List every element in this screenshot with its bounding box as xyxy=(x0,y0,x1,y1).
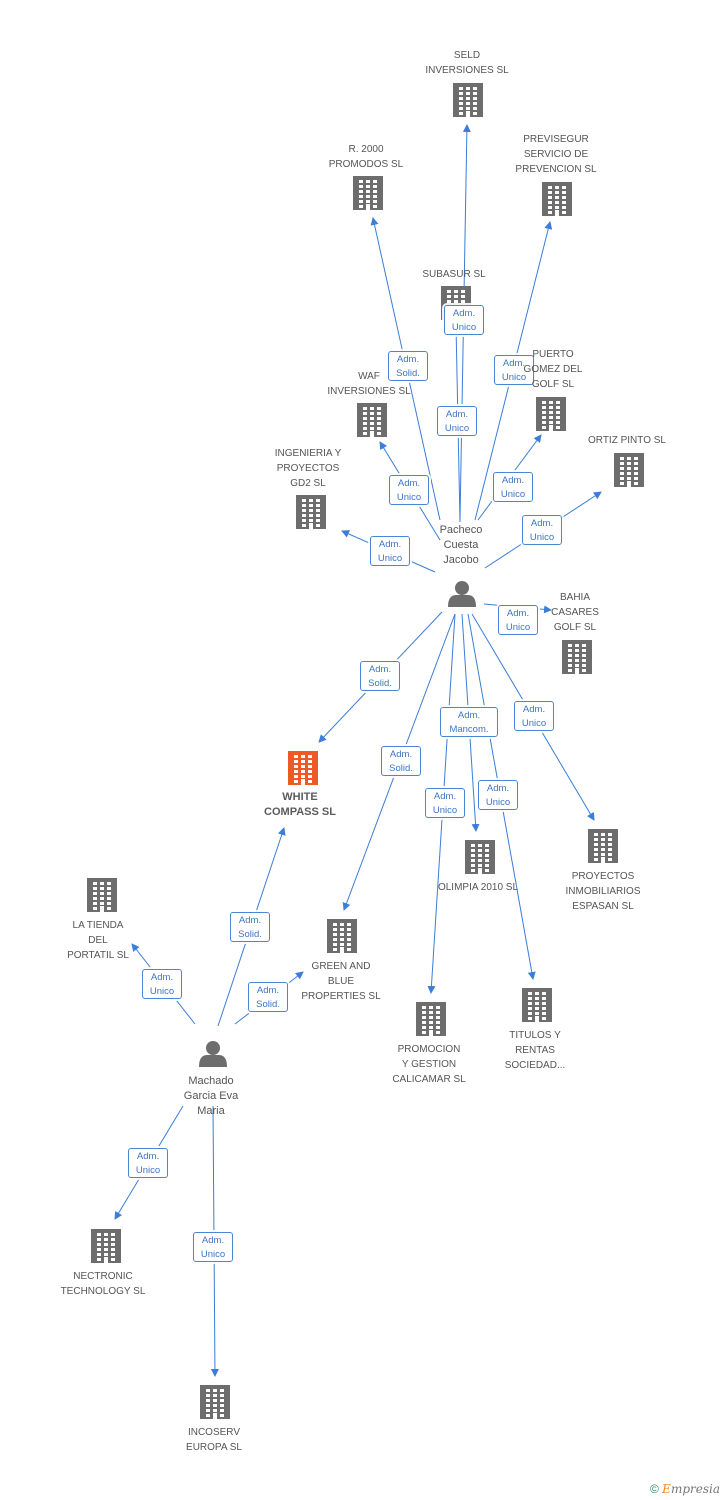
building-icon-ortiz[interactable] xyxy=(614,453,644,487)
edge-label-pacheco-green[interactable]: Adm. Solid. xyxy=(381,746,421,776)
node-label-prevsegur[interactable]: PREVISEGUR SERVICIO DE PREVENCION SL xyxy=(515,134,597,175)
building-icon-proyinmo[interactable] xyxy=(588,829,618,863)
copyright-symbol: © xyxy=(649,1482,659,1496)
building-icon-titulos[interactable] xyxy=(522,988,552,1022)
node-label-proyinmo[interactable]: PROYECTOS INMOBILIARIOS ESPASAN SL xyxy=(565,871,641,912)
building-icon-green[interactable] xyxy=(327,919,357,953)
edge-label-pacheco-promocion[interactable]: Adm. Unico xyxy=(425,788,465,818)
building-icon-incoserv[interactable] xyxy=(200,1385,230,1419)
building-icon-olimpia[interactable] xyxy=(465,840,495,874)
node-label-pacheco[interactable]: Pacheco Cuesta Jacobo xyxy=(439,524,483,566)
building-icon-r2000[interactable] xyxy=(353,176,383,210)
edge-label-pacheco-ortiz[interactable]: Adm. Unico xyxy=(522,515,562,545)
edge-label-machado-incoserv[interactable]: Adm. Unico xyxy=(193,1232,233,1262)
building-icon-tienda[interactable] xyxy=(87,878,117,912)
footer-brand[interactable]: © Empresia xyxy=(650,1482,720,1496)
node-label-tienda[interactable]: LA TIENDA DEL PORTATIL SL xyxy=(67,920,129,961)
building-icon-seld[interactable] xyxy=(453,83,483,117)
edge-label-pacheco-waf[interactable]: Adm. Unico xyxy=(389,475,429,505)
node-label-white[interactable]: WHITE COMPASS SL xyxy=(264,791,336,818)
node-label-incoserv[interactable]: INCOSERV EUROPA SL xyxy=(186,1427,242,1453)
node-label-waf[interactable]: WAF INVERSIONES SL xyxy=(327,371,411,397)
edge-label-pacheco-r2000[interactable]: Adm. Solid. xyxy=(388,351,428,381)
edge-label-pacheco-ingenieria[interactable]: Adm. Unico xyxy=(370,536,410,566)
person-icon-machado[interactable] xyxy=(199,1041,227,1067)
node-label-green[interactable]: GREEN AND BLUE PROPERTIES SL xyxy=(301,961,381,1002)
edge-label-pacheco-subasur[interactable]: Adm. Unico xyxy=(437,406,477,436)
person-icon-pacheco[interactable] xyxy=(448,581,476,607)
node-label-bahia[interactable]: BAHIA CASARES GOLF SL xyxy=(551,592,599,633)
node-label-machado[interactable]: Machado Garcia Eva Maria xyxy=(183,1075,239,1117)
edge-label-pacheco-olimpia[interactable]: Adm. Mancom. xyxy=(440,707,498,737)
building-icon-waf[interactable] xyxy=(357,403,387,437)
edge-label-pacheco-prevsegur[interactable]: Adm. Unico xyxy=(494,355,534,385)
node-label-seld[interactable]: SELD INVERSIONES SL xyxy=(425,50,509,76)
node-label-titulos[interactable]: TITULOS Y RENTAS SOCIEDAD... xyxy=(504,1030,566,1071)
edge-label-pacheco-titulos[interactable]: Adm. Unico xyxy=(478,780,518,810)
node-label-subasur[interactable]: SUBASUR SL xyxy=(422,269,486,280)
node-label-r2000[interactable]: R. 2000 PROMODOS SL xyxy=(328,144,404,170)
node-label-ortiz[interactable]: ORTIZ PINTO SL xyxy=(588,435,666,446)
building-icon-ingenieria[interactable] xyxy=(296,495,326,529)
building-icon-puerto[interactable] xyxy=(536,397,566,431)
building-icon-white[interactable] xyxy=(288,751,318,785)
building-icon-nectronic[interactable] xyxy=(91,1229,121,1263)
edge-label-pacheco-bahia[interactable]: Adm. Unico xyxy=(498,605,538,635)
edge-label-pacheco-puerto[interactable]: Adm. Unico xyxy=(493,472,533,502)
brand-logo: Empresia xyxy=(662,1482,720,1496)
node-label-promocion[interactable]: PROMOCION Y GESTION CALICAMAR SL xyxy=(392,1044,466,1085)
node-label-olimpia[interactable]: OLIMPIA 2010 SL xyxy=(437,882,519,893)
building-icon-promocion[interactable] xyxy=(416,1002,446,1036)
node-label-puerto[interactable]: PUERTO GOMEZ DEL GOLF SL xyxy=(523,349,583,390)
edge-label-machado-white[interactable]: Adm. Solid. xyxy=(230,912,270,942)
edge-label-pacheco-white[interactable]: Adm. Solid. xyxy=(360,661,400,691)
building-icon-bahia[interactable] xyxy=(562,640,592,674)
node-label-nectronic[interactable]: NECTRONIC TECHNOLOGY SL xyxy=(60,1271,146,1297)
edge-label-pacheco-proyinmo[interactable]: Adm. Unico xyxy=(514,701,554,731)
node-label-ingenieria[interactable]: INGENIERIA Y PROYECTOS GD2 SL xyxy=(274,448,342,489)
building-icon-prevsegur[interactable] xyxy=(542,182,572,216)
edge-label-machado-tienda[interactable]: Adm. Unico xyxy=(142,969,182,999)
edge-label-machado-nectronic[interactable]: Adm. Unico xyxy=(128,1148,168,1178)
edge-label-pacheco-seld[interactable]: Adm. Unico xyxy=(444,305,484,335)
edge-label-machado-green[interactable]: Adm. Solid. xyxy=(248,982,288,1012)
